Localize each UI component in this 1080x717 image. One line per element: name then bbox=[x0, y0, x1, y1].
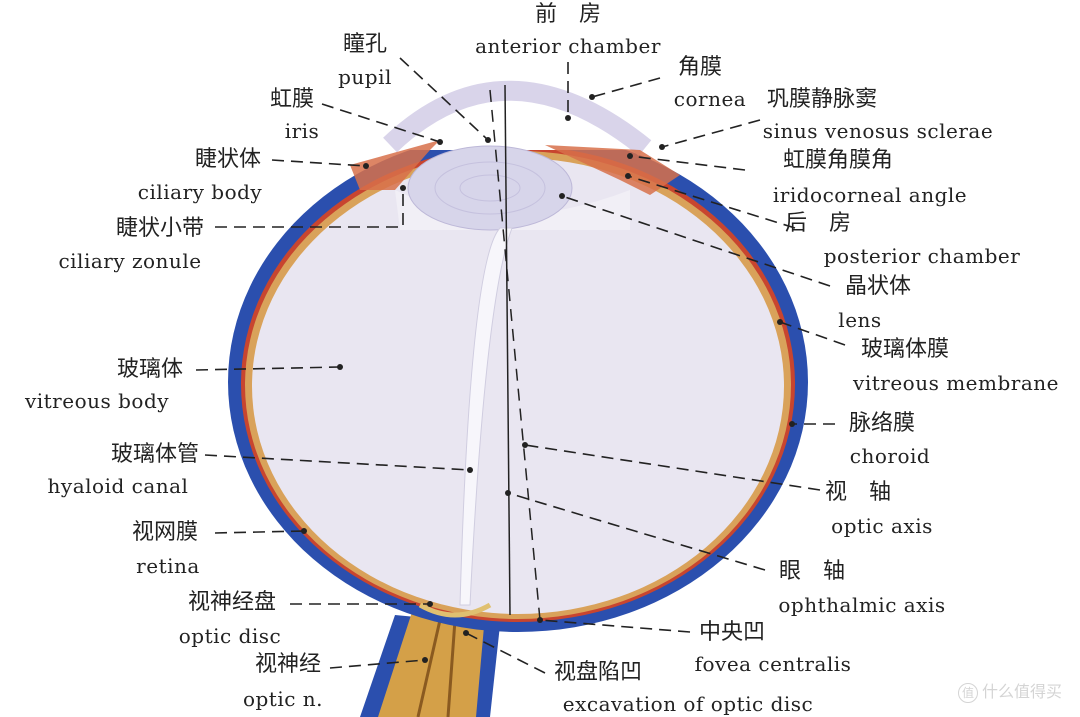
label-hyaloid-canal-cn: 玻璃体管 bbox=[110, 442, 200, 467]
label-vitreous-body-en: vitreous body bbox=[24, 389, 170, 413]
leader-iridocorneal-angle bbox=[629, 155, 746, 171]
ophthalmic-axis-line bbox=[489, 89, 541, 621]
leader-ophthalmic-axis bbox=[507, 492, 766, 571]
leader-ciliary-zonule bbox=[215, 188, 404, 228]
label-optic-disc-en: optic disc bbox=[178, 624, 282, 648]
leader-hyaloid-canal bbox=[204, 454, 471, 471]
label-cornea-cn: 角膜 bbox=[677, 55, 723, 80]
label-lens-en: lens bbox=[838, 308, 882, 332]
label-posterior-chamber-cn: 后 房 bbox=[784, 211, 852, 236]
leader-lens bbox=[561, 195, 831, 287]
pointer-dot-fovea-centralis bbox=[537, 617, 543, 623]
label-ciliary-body-en: ciliary body bbox=[137, 180, 263, 204]
watermark: 值什么值得买 bbox=[957, 678, 1062, 703]
leader-iris bbox=[321, 103, 441, 143]
label-fovea-centralis-en: fovea centralis bbox=[694, 652, 852, 676]
leader-vitreous-membrane bbox=[779, 321, 846, 346]
pointer-dot-posterior-chamber bbox=[625, 173, 631, 179]
optic-axis-line bbox=[504, 84, 511, 616]
label-excavation-of-optic-disc-en: excavation of optic disc bbox=[562, 692, 814, 716]
leader-excavation-of-optic-disc bbox=[465, 632, 546, 674]
label-pupil-cn: 瞳孔 bbox=[342, 32, 388, 57]
optic-nerve-drawing bbox=[378, 612, 485, 717]
pointer-dot-optic-nerve bbox=[422, 657, 428, 663]
label-optic-disc-cn: 视神经盘 bbox=[187, 590, 277, 615]
pointer-dot-ciliary-zonule bbox=[400, 185, 406, 191]
leader-fovea-centralis bbox=[539, 619, 691, 633]
label-vitreous-membrane-cn: 玻璃体膜 bbox=[860, 337, 950, 362]
label-posterior-chamber-en: posterior chamber bbox=[823, 244, 1021, 268]
leader-lines bbox=[195, 57, 846, 674]
pointer-dot-ophthalmic-axis bbox=[505, 490, 511, 496]
pointer-dot-optic-disc bbox=[427, 601, 433, 607]
label-sinus-venosus-sclerae-en: sinus venosus sclerae bbox=[762, 119, 994, 143]
label-retina-cn: 视网膜 bbox=[131, 520, 199, 545]
lens-drawing bbox=[407, 145, 573, 231]
label-optic-nerve-cn: 视神经 bbox=[254, 652, 322, 677]
label-ophthalmic-axis-cn: 眼 轴 bbox=[778, 559, 846, 584]
pointer-dot-ciliary-body bbox=[363, 163, 369, 169]
label-choroid-en: choroid bbox=[849, 444, 931, 468]
pointer-dot-lens bbox=[559, 193, 565, 199]
label-optic-axis-cn: 视 轴 bbox=[824, 480, 892, 505]
label-vitreous-body-cn: 玻璃体 bbox=[116, 357, 184, 382]
pointer-dot-vitreous-membrane bbox=[777, 319, 783, 325]
pointer-dot-sinus-venosus-sclerae bbox=[659, 144, 665, 150]
pointer-dot-vitreous-body bbox=[337, 364, 343, 370]
watermark-text: 什么值得买 bbox=[981, 682, 1062, 701]
pointer-dot-optic-axis bbox=[522, 442, 528, 448]
label-fovea-centralis-cn: 中央凹 bbox=[698, 620, 766, 645]
pointer-dot-excavation-of-optic-disc bbox=[463, 630, 469, 636]
vitreous-body-drawing bbox=[252, 158, 784, 614]
label-cornea-en: cornea bbox=[673, 87, 747, 111]
pointer-dot-hyaloid-canal bbox=[467, 467, 473, 473]
pointer-dot-iris bbox=[437, 139, 443, 145]
pointer-dot-iridocorneal-angle bbox=[627, 153, 633, 159]
label-iridocorneal-angle-cn: 虹膜角膜角 bbox=[782, 148, 894, 173]
leader-pupil bbox=[399, 57, 489, 141]
leader-posterior-chamber bbox=[627, 175, 796, 229]
label-ciliary-zonule-en: ciliary zonule bbox=[58, 249, 202, 273]
pointer-dot-cornea bbox=[589, 94, 595, 100]
label-iridocorneal-angle-en: iridocorneal angle bbox=[772, 183, 968, 207]
pointer-dot-choroid bbox=[789, 421, 795, 427]
label-ophthalmic-axis-en: ophthalmic axis bbox=[778, 593, 946, 617]
hyaloid-canal-drawing bbox=[459, 227, 513, 606]
leader-ciliary-body bbox=[271, 159, 367, 167]
leader-sinus-venosus-sclerae bbox=[661, 119, 761, 148]
leader-cornea bbox=[591, 77, 661, 98]
label-hyaloid-canal-en: hyaloid canal bbox=[47, 474, 189, 498]
label-anterior-chamber-cn: 前 房 bbox=[534, 2, 602, 27]
label-optic-axis-en: optic axis bbox=[831, 514, 933, 538]
cornea-drawing bbox=[383, 80, 652, 156]
pointer-dot-pupil bbox=[485, 137, 491, 143]
ciliary-body-left bbox=[350, 140, 440, 190]
watermark-logo: 值 bbox=[957, 683, 978, 703]
pointer-dot-retina bbox=[301, 528, 307, 534]
label-iris-en: iris bbox=[284, 119, 320, 143]
label-anterior-chamber-en: anterior chamber bbox=[475, 34, 661, 58]
label-vitreous-membrane-en: vitreous membrane bbox=[853, 371, 1059, 395]
leader-optic-nerve bbox=[329, 659, 426, 669]
label-iris-cn: 虹膜 bbox=[269, 87, 315, 112]
leader-vitreous-body bbox=[195, 366, 341, 371]
leader-optic-axis bbox=[524, 444, 821, 491]
label-retina-en: retina bbox=[136, 554, 200, 578]
leader-retina bbox=[214, 530, 305, 534]
label-lens-cn: 晶状体 bbox=[844, 274, 912, 299]
label-optic-nerve-en: optic n. bbox=[242, 687, 324, 711]
label-sinus-venosus-sclerae-cn: 巩膜静脉窦 bbox=[766, 87, 878, 112]
label-ciliary-zonule-cn: 睫状小带 bbox=[115, 216, 205, 241]
label-excavation-of-optic-disc-cn: 视盘陷凹 bbox=[553, 660, 643, 685]
label-ciliary-body-cn: 睫状体 bbox=[194, 147, 262, 172]
pointer-dot-anterior-chamber bbox=[565, 115, 571, 121]
label-pupil-en: pupil bbox=[338, 65, 392, 89]
label-choroid-cn: 脉络膜 bbox=[848, 411, 916, 436]
